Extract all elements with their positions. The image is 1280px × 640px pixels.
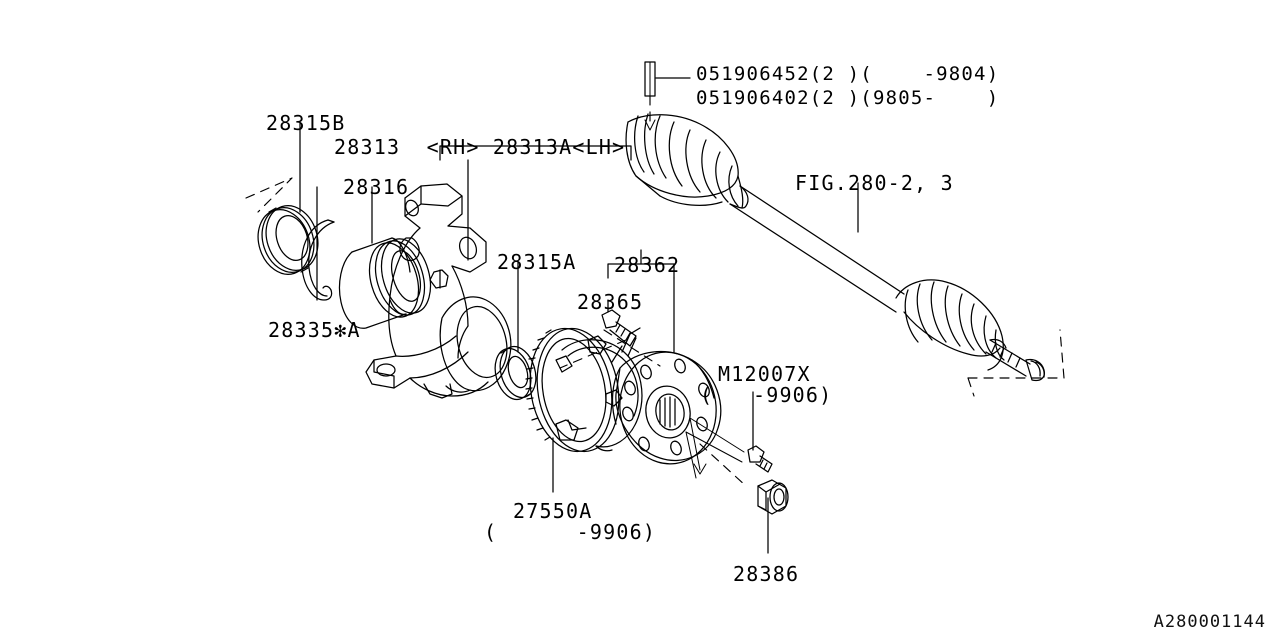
label-28316: 28316 [343, 175, 410, 199]
part-drive-shaft-assembly [625, 113, 1065, 397]
part-bolt-m12007x [747, 445, 773, 473]
label-28365: 28365 [577, 290, 644, 314]
assembly-guides [559, 329, 747, 487]
label-28315b: 28315B [266, 111, 346, 135]
label-28315a: 28315A [497, 250, 577, 274]
label-27550a-range: ( -9906) [484, 520, 657, 544]
label-28335a: 28335✻A [268, 318, 361, 342]
part-steering-knuckle [365, 183, 512, 399]
label-28313-rh-lh: 28313 <RH> 28313A<LH> [334, 135, 626, 159]
label-051906452: 051906452(2 )( -9804) [696, 63, 1000, 85]
label-m12007x: M12007X [718, 362, 811, 386]
part-abs-sensor-bolt [601, 309, 637, 347]
label-28362: 28362 [614, 253, 681, 277]
part-snap-ring [301, 219, 335, 301]
label-fig280-reference: FIG.280-2, 3 [795, 171, 954, 195]
part-axle-nut [757, 479, 789, 515]
label-28386: 28386 [733, 562, 800, 586]
label-m12007x-range: ( -9906) [700, 383, 833, 407]
part-wheel-hub [611, 350, 722, 465]
label-051906402: 051906402(2 )(9805- ) [696, 87, 1000, 109]
part-boot-band [644, 61, 656, 97]
part-hub-bearing [338, 237, 432, 329]
leader-lines [245, 77, 859, 554]
drawing-number: A280001144 [1153, 612, 1266, 632]
part-oil-seal-inner [494, 345, 537, 401]
label-27550a: 27550A [513, 499, 593, 523]
